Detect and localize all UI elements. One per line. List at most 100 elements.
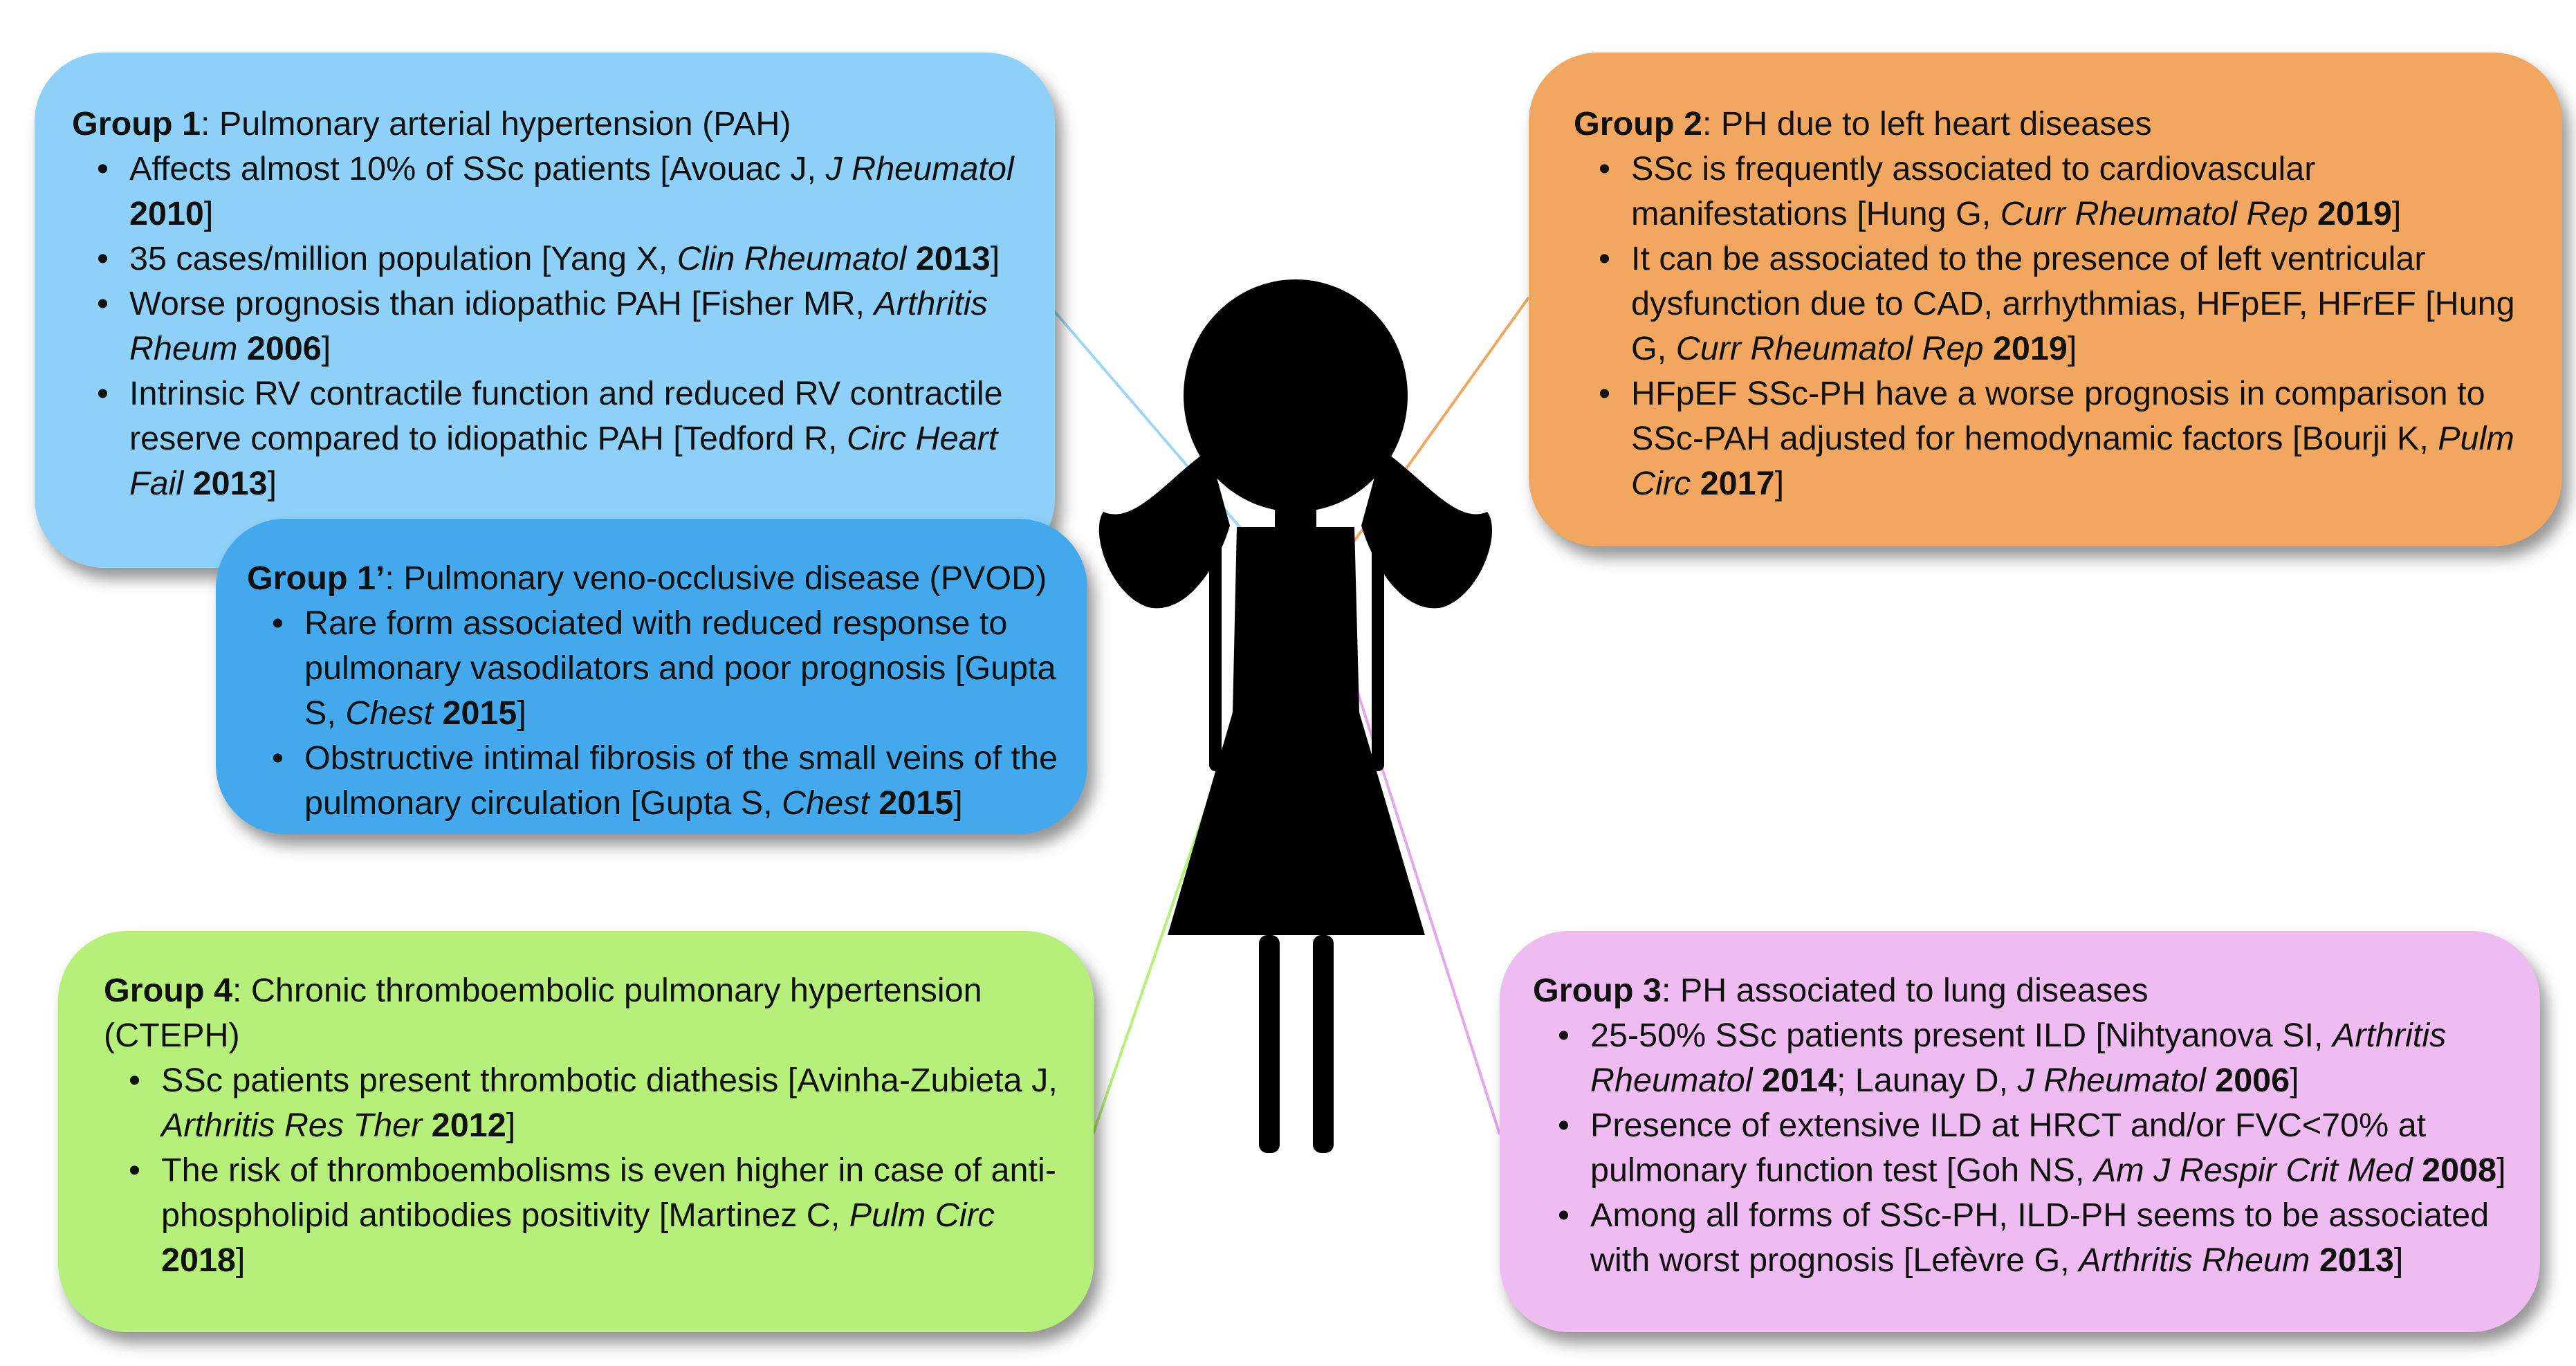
bracket: ] [2496,1152,2506,1189]
group3-title: : PH associated to lung diseases [1661,972,2149,1009]
year: 2006 [246,330,322,367]
group2-title: : PH due to left heart diseases [1702,105,2152,142]
year: 2012 [431,1107,506,1144]
item-text: SSc is frequently associated to cardiova… [1631,150,2316,232]
list-item: The risk of thromboembolisms is even hig… [104,1148,1066,1283]
left-arm [1209,533,1222,771]
group3-box: Group 3: PH associated to lung diseases … [1500,931,2540,1332]
group1-prime-label: Group 1’ [247,560,385,597]
group1-prime-heading: Group 1’: Pulmonary veno-occlusive disea… [247,556,1060,601]
year: 2019 [2317,195,2392,232]
group2-box: Group 2: PH due to left heart diseases S… [1529,53,2562,546]
connector-group3 [1335,625,1501,1135]
bracket: ] [2391,195,2402,232]
bracket: ] [517,694,526,732]
group4-label: Group 4 [104,972,232,1009]
item-text: 25-50% SSc patients present ILD [Nihtyan… [1590,1017,2333,1054]
item-text: It can be associated to the presence of … [1631,240,2515,367]
bracket: ] [203,195,214,232]
group3-list: 25-50% SSc patients present ILD [Nihtyan… [1533,1013,2512,1283]
year: 2006 [2215,1062,2290,1099]
journal: Chest [782,784,870,822]
group4-box: Group 4: Chronic thromboembolic pulmonar… [58,931,1094,1332]
group2-label: Group 2 [1574,105,1702,142]
journal: Arthritis Res Ther [161,1107,423,1144]
item-text: Worse prognosis than idiopathic PAH [Fis… [129,285,874,322]
list-item: Worse prognosis than idiopathic PAH [Fis… [72,281,1027,371]
journal: Am J Respir Crit Med [2093,1152,2413,1189]
list-item: Obstructive intimal fibrosis of the smal… [247,736,1060,826]
group2-list: SSc is frequently associated to cardiova… [1574,147,2534,506]
list-item: It can be associated to the presence of … [1574,237,2534,371]
journal: Arthritis Rheum [2079,1242,2310,1279]
item-text: 35 cases/million population [Yang X, [129,240,677,277]
right-leg [1313,935,1334,1153]
item-text: Rare form associated with reduced respon… [304,604,1056,732]
group1-label: Group 1 [72,105,201,142]
bracket: ] [267,465,277,502]
item-text: Intrinsic RV contractile function and re… [129,375,1003,457]
list-item: SSc patients present thrombotic diathesi… [104,1058,1066,1148]
bracket: ] [321,330,331,367]
list-item: Affects almost 10% of SSc patients [Avou… [72,147,1027,237]
item-text: The risk of thromboembolisms is even hig… [161,1152,1056,1234]
year: 2013 [192,465,268,502]
journal: Pulm Circ [849,1197,995,1234]
journal: Curr Rheumatol Rep [1675,330,1984,367]
journal: Arthritis Rheum [129,285,988,367]
journal: J Rheumatol [2017,1062,2206,1099]
group1-title: : Pulmonary arterial hypertension (PAH) [200,105,791,142]
group4-heading: Group 4: Chronic thromboembolic pulmonar… [104,968,1066,1058]
list-item: Presence of extensive ILD at HRCT and/or… [1533,1103,2512,1193]
item-text: Among all forms of SSc-PH, ILD-PH seems … [1590,1197,2490,1279]
journal: J Rheumatol [825,150,1014,187]
year: 2018 [161,1242,236,1279]
list-item: HFpEF SSc-PH have a worse prognosis in c… [1574,371,2534,506]
group1-heading: Group 1: Pulmonary arterial hypertension… [72,102,1027,147]
group1-prime-box: Group 1’: Pulmonary veno-occlusive disea… [216,519,1087,834]
item-text: Presence of extensive ILD at HRCT and/or… [1590,1107,2427,1189]
list-item: Among all forms of SSc-PH, ILD-PH seems … [1533,1193,2512,1283]
item-text: Affects almost 10% of SSc patients [Avou… [129,150,826,187]
dress [1168,527,1425,935]
journal: Circ Heart Fail [129,420,998,502]
connector-group1 [1050,306,1276,569]
group1-box: Group 1: Pulmonary arterial hypertension… [35,53,1055,568]
group1-prime-title: : Pulmonary veno-occlusive disease (PVOD… [385,560,1047,597]
year: 2015 [878,784,954,822]
item-text-mid: ; Launay D, [1836,1062,2018,1099]
group4-list: SSc patients present thrombotic diathesi… [104,1058,1066,1283]
item-text: HFpEF SSc-PH have a worse prognosis in c… [1631,375,2485,457]
bracket: ] [990,240,1000,277]
left-leg [1259,935,1280,1153]
year: 2019 [1992,330,2068,367]
item-text: SSc patients present thrombotic diathesi… [161,1062,1058,1099]
journal: Arthritis Rheumatol [1590,1017,2447,1099]
bracket: ] [2393,1242,2404,1279]
left-pigtail [1098,450,1230,609]
year: 2013 [915,240,991,277]
bracket: ] [1774,465,1785,502]
journal: Pulm Circ [1631,420,2514,502]
right-pigtail [1361,450,1493,609]
bracket: ] [2290,1062,2299,1099]
list-item: Intrinsic RV contractile function and re… [72,371,1027,506]
group2-heading: Group 2: PH due to left heart diseases [1574,102,2534,147]
item-text: Obstructive intimal fibrosis of the smal… [304,739,1058,822]
year: 2010 [129,195,204,232]
bracket: ] [2067,330,2077,367]
group4-title: : Chronic thromboembolic pulmonary hyper… [104,972,982,1054]
journal: Curr Rheumatol Rep [2000,195,2308,232]
year: 2013 [2319,1242,2394,1279]
girl-silhouette-icon [1098,279,1493,1153]
journal: Clin Rheumatol [677,240,907,277]
group3-label: Group 3 [1533,972,1662,1009]
year: 2015 [442,694,517,732]
right-arm [1372,533,1384,771]
bracket: ] [506,1107,516,1144]
bracket: ] [953,784,963,822]
bracket: ] [235,1242,246,1279]
head [1184,279,1408,512]
list-item: 25-50% SSc patients present ILD [Nihtyan… [1533,1013,2512,1103]
